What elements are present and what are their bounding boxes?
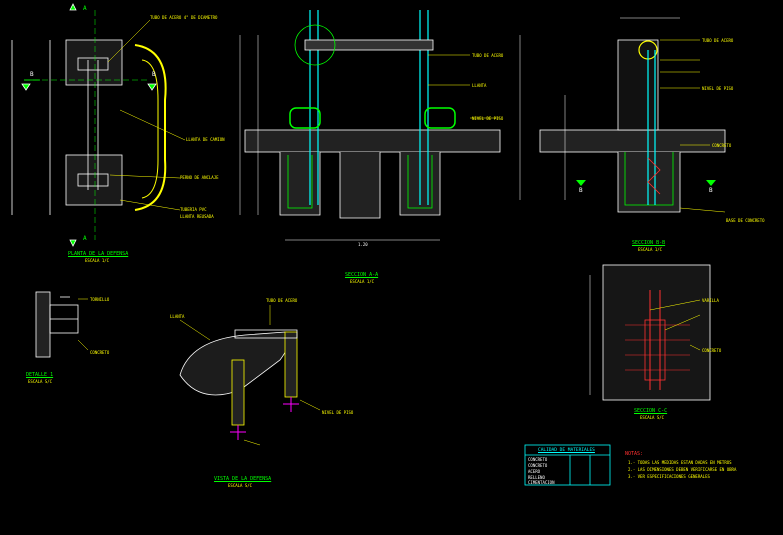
- aa-note-2: LLANTA: [472, 83, 487, 88]
- vista-note-3: NIVEL DE PISO: [322, 410, 354, 415]
- detalle-view: [35, 291, 89, 358]
- vista-view: [179, 305, 321, 446]
- section-mark-b-right: B: [152, 71, 156, 78]
- materials-row-1: CONCRETO: [528, 457, 548, 462]
- aa-note-1: TUBO DE ACERO: [472, 53, 504, 58]
- section-mark-b-bb-left: B: [579, 187, 583, 194]
- detalle-note-1: TORNILLO: [90, 297, 110, 302]
- seccion-aa-view: [239, 10, 501, 241]
- section-mark-b-left: B: [30, 71, 34, 78]
- detalle-title: DETALLE 1: [26, 372, 54, 378]
- seccion-cc-view: [589, 264, 711, 401]
- vista-note-1: LLANTA: [170, 314, 185, 319]
- planta-note-5: LLANTA REUSADA: [180, 214, 214, 219]
- seccion-bb-scale: ESCALA 1/C: [638, 247, 663, 252]
- planta-scale: ESCALA 1/C: [85, 258, 110, 263]
- cc-note-2: CONCRETO: [702, 348, 722, 353]
- planta-view: [11, 3, 186, 247]
- section-mark-a-top: A: [83, 5, 87, 12]
- aa-dimension: 1.20: [358, 242, 368, 247]
- materials-title: CALIDAD DE MATERIALES: [538, 448, 595, 453]
- bb-note-3: CONCRETO: [712, 143, 732, 148]
- notes-line-2: 2.- LAS DIMENSIONES DEBEN VERIFICARSE EN…: [628, 467, 737, 472]
- notes-title: NOTAS:: [625, 451, 644, 457]
- materials-row-4: RELLENO: [528, 475, 545, 480]
- seccion-bb-title: SECCION B-B: [632, 240, 666, 246]
- seccion-aa-title: SECCION A-A: [345, 272, 379, 278]
- vista-title: VISTA DE LA DEFENSA: [214, 476, 272, 482]
- materials-row-3: ACERO: [528, 469, 541, 474]
- vista-scale: ESCALA S/C: [228, 483, 253, 488]
- section-mark-b-bb-right: B: [709, 187, 713, 194]
- cc-note-1: VARILLA: [702, 298, 719, 303]
- planta-note-2: LLANTA DE CAMION: [186, 137, 225, 142]
- materials-table: [524, 444, 611, 486]
- seccion-bb-view: [519, 17, 726, 213]
- planta-note-3: PERNO DE ANCLAJE: [180, 175, 219, 180]
- bb-note-1: TUBO DE ACERO: [702, 38, 734, 43]
- bb-note-4: BASE DE CONCRETO: [726, 218, 765, 223]
- aa-note-3: NIVEL DE PISO: [472, 116, 504, 121]
- notes-line-3: 3.- VER ESPECIFICACIONES GENERALES: [628, 474, 710, 479]
- detalle-note-2: CONCRETO: [90, 350, 110, 355]
- bb-note-2: NIVEL DE PISO: [702, 86, 734, 91]
- materials-row-5: CIMENTACION: [528, 480, 555, 485]
- seccion-cc-title: SECCION C-C: [634, 408, 668, 414]
- materials-row-2: CONCRETO: [528, 463, 548, 468]
- planta-title: PLANTA DE LA DEFENSA: [68, 251, 129, 257]
- vista-note-2: TUBO DE ACERO: [266, 298, 298, 303]
- section-mark-a-bottom: A: [83, 235, 87, 242]
- detalle-scale: ESCALA S/C: [28, 379, 53, 384]
- seccion-aa-scale: ESCALA 1/C: [350, 279, 375, 284]
- seccion-cc-scale: ESCALA S/C: [640, 415, 665, 420]
- planta-note-1: TUBO DE ACERO 4" DE DIAMETRO: [150, 15, 218, 20]
- notes-line-1: 1.- TODAS LAS MEDIDAS ESTAN DADAS EN MET…: [628, 460, 732, 465]
- planta-note-4: TUBERIA PVC: [180, 207, 207, 212]
